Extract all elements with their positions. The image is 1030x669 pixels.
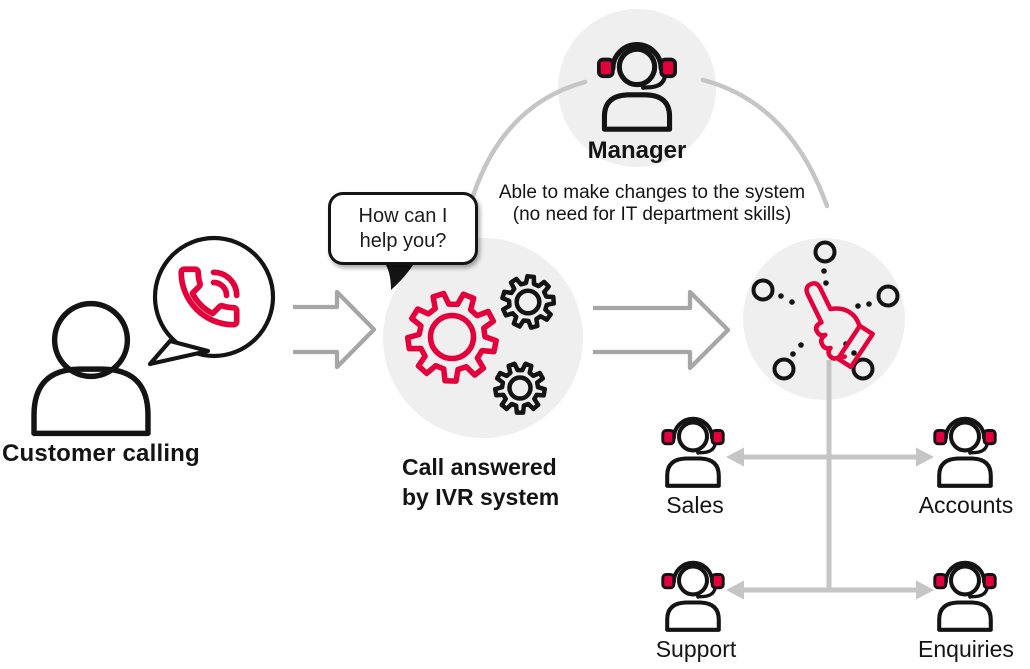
- arrowhead-left-icon: [726, 580, 744, 600]
- customer-call-bubble: [147, 235, 276, 367]
- headset-agent-icon-enquiries: [935, 563, 995, 630]
- gear-small-top: [500, 273, 557, 330]
- ivr-label-line-1: Call answered: [402, 454, 557, 480]
- routing-tree-lines: [726, 360, 934, 600]
- manager-note: Able to make changes to the system (no n…: [452, 182, 852, 226]
- flow-arrow-2-icon: [593, 289, 731, 371]
- ivr-label-line-2: by IVR system: [402, 484, 560, 510]
- headset-agent-icon-support: [663, 563, 723, 630]
- agent-label-enquiries: Enquiries: [918, 636, 1014, 662]
- pointing-hand: [804, 281, 875, 370]
- speech-line-2: help you?: [359, 229, 447, 252]
- manager-to-routing-connector: [700, 77, 830, 209]
- flow-arrow-1-icon: [293, 289, 377, 370]
- selection-hand-icon: [751, 240, 900, 381]
- gear-large-red: [404, 290, 499, 384]
- manager-to-ivr-connector: [470, 79, 588, 199]
- speech-line-1: How can I: [358, 204, 448, 227]
- phone-call-icon: [178, 266, 240, 328]
- manager-circle: [558, 9, 716, 167]
- manager-note-line-2: (no need for IT department skills): [512, 204, 792, 225]
- gear-small-bottom: [492, 361, 548, 415]
- headset-agent-icon-accounts: [935, 419, 995, 486]
- routing-arrow-row-1: [726, 447, 934, 467]
- bubble-tail: [147, 338, 211, 367]
- gears-icon: [404, 273, 557, 415]
- agent-label-support: Support: [655, 636, 737, 662]
- routing-arrow-row-2: [726, 580, 934, 600]
- manager-note-line-1: Able to make changes to the system: [498, 182, 806, 203]
- arrowhead-right-icon: [916, 580, 934, 600]
- arrowhead-right-icon: [916, 447, 934, 467]
- ivr-speech-bubble: How can I help you?: [328, 192, 478, 265]
- agent-label-sales: Sales: [666, 492, 724, 518]
- agent-label-accounts: Accounts: [918, 492, 1014, 518]
- manager-label: Manager: [587, 137, 687, 164]
- headset-agent-icon-sales: [663, 419, 723, 486]
- person-icon: [34, 304, 148, 434]
- customer-label: Customer calling: [2, 440, 200, 467]
- ivr-label: Call answered by IVR system: [402, 452, 559, 512]
- arrowhead-left-icon: [726, 447, 744, 467]
